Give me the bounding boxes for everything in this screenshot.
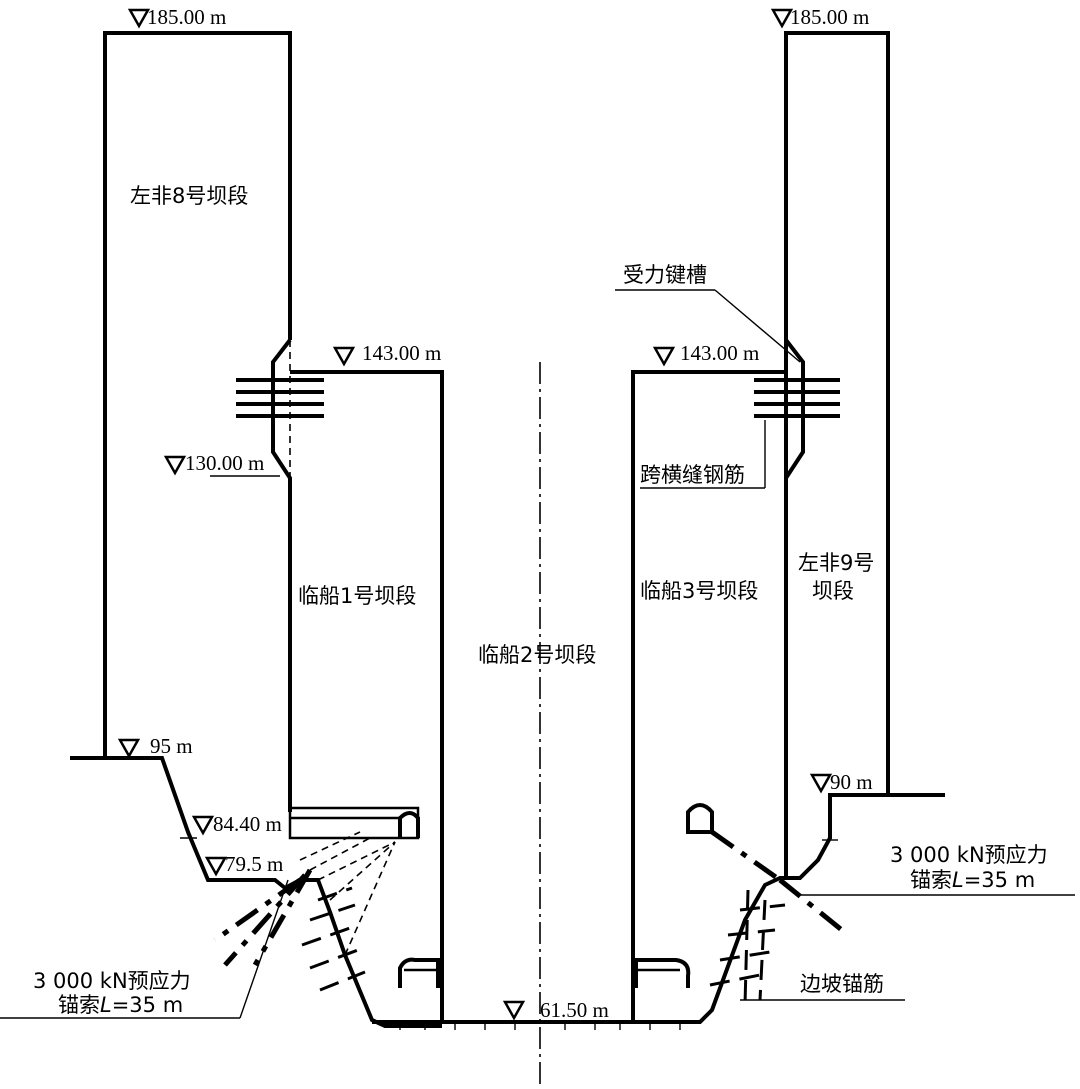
- block-label-temp-2: 临船2号坝段: [478, 643, 596, 667]
- elev-berm-95: 95 m: [150, 734, 193, 758]
- elev-triangle-crest-right: [770, 8, 794, 29]
- elev-berm-8440: 84.40 m: [213, 812, 282, 836]
- elev-triangle-8440: [191, 815, 215, 836]
- elevation-markers: [117, 8, 833, 1021]
- elev-key-left: 130.00 m: [185, 451, 264, 475]
- elev-triangle-795: [204, 856, 228, 877]
- elev-berm-90: 90 m: [830, 770, 873, 794]
- shear-key-leader: [714, 289, 801, 363]
- anchor-cables-right: [710, 829, 850, 937]
- label-joint-rebar: 跨横缝钢筋: [640, 463, 745, 487]
- right-foundation-profile: [630, 793, 945, 1024]
- elev-triangle-crest-left: [127, 8, 151, 29]
- label-shear-key: 受力键槽: [623, 263, 707, 287]
- left-foundation-profile: [70, 756, 287, 890]
- label-anchor-left-1: 3 000 kN预应力: [33, 969, 191, 993]
- label-anchor-right-2: 锚索L=35 m: [910, 868, 1035, 892]
- anchor-left-leader: [239, 879, 289, 1019]
- right-dam-outline: [784, 31, 890, 878]
- elev-bottom: 61.50 m: [540, 998, 609, 1022]
- block-label-temp-3: 临船3号坝段: [640, 579, 758, 603]
- elev-triangle-95: [117, 738, 141, 759]
- elev-triangle-130: [163, 455, 187, 476]
- block-label-right-dam-2: 坝段: [812, 579, 854, 603]
- temp-block-3-outline: [631, 370, 786, 1022]
- bottom-teeth: [399, 1022, 681, 1030]
- elev-triangle-bottom: [502, 1000, 526, 1021]
- right-gallery: [686, 803, 714, 834]
- elev-crest-right: 185.00 m: [790, 5, 869, 29]
- block-label-temp-1: 临船1号坝段: [298, 584, 416, 608]
- elev-triangle-temp-right: [652, 346, 676, 367]
- joint-rebar-right: [754, 378, 840, 418]
- elev-crest-left: 185.00 m: [147, 5, 226, 29]
- label-anchor-right-1: 3 000 kN预应力: [890, 843, 1048, 867]
- label-anchor-left-2: 锚索L=35 m: [58, 993, 183, 1017]
- elev-berm-795: 79.5 m: [225, 852, 283, 876]
- label-slope-bolt: 边坡锚筋: [800, 972, 884, 996]
- block-label-right-dam-1: 左非9号: [798, 551, 874, 575]
- left-excavation-slope: [284, 878, 442, 1028]
- temp-block-1-outline: [288, 370, 444, 1022]
- elev-triangle-90: [809, 773, 833, 794]
- elev-temp-left: 143.00 m: [362, 341, 441, 365]
- slope-bolts-right: [709, 889, 786, 1006]
- slope-bolts-left: [301, 886, 366, 992]
- elev-triangle-temp-left: [332, 346, 356, 367]
- joint-rebar-left: [236, 378, 324, 418]
- block-label-left-dam: 左非8号坝段: [130, 184, 248, 208]
- left-dam-outline: [103, 31, 292, 812]
- elev-temp-right: 143.00 m: [680, 341, 759, 365]
